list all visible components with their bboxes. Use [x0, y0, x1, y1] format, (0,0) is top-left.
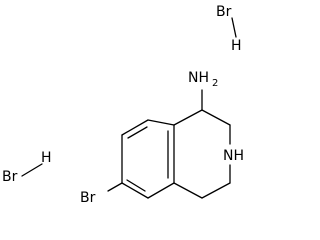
double-bond-inner-lower	[126, 179, 146, 192]
amine-h-count: 2	[212, 78, 218, 89]
amine-label: NH	[188, 70, 209, 86]
bond-salt-bottom	[21, 163, 43, 177]
salt-top-h: H	[231, 38, 242, 54]
bond-ch-ch2	[201, 109, 231, 126]
bond-c3-br	[107, 182, 123, 192]
molecule-svg: NH 2 NH Br Br H Br H	[2, 4, 244, 206]
bond-ring-c6-c1	[147, 119, 175, 126]
bond-ring-c3-c4	[121, 182, 149, 199]
bond-ring-c2-c3	[147, 182, 175, 199]
structure-diagram: NH 2 NH Br Br H Br H	[2, 4, 244, 206]
salt-bottom-br: Br	[2, 169, 18, 185]
bond-c1-ch	[173, 109, 203, 126]
bromo-substituent-label: Br	[80, 190, 96, 206]
ring-nitrogen-label: NH	[223, 148, 244, 164]
bond-ch2-c2	[173, 182, 203, 199]
bond-salt-top	[231, 17, 237, 38]
hbr-salt-bottom: Br H	[2, 150, 52, 185]
bond-ch2-ch2	[201, 182, 231, 199]
hbr-salt-top: Br H	[216, 4, 242, 54]
bond-ring-c5-c6	[121, 119, 149, 136]
double-bond-inner-upper	[127, 126, 148, 139]
benzene-ring	[121, 119, 175, 199]
salt-bottom-h: H	[41, 150, 52, 166]
salt-top-br: Br	[216, 4, 232, 20]
azepine-ring	[173, 109, 231, 199]
